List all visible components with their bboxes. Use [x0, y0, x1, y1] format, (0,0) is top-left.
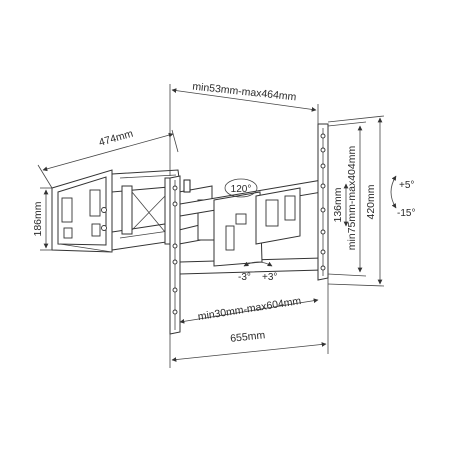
swivel-indicator: 120° — [224, 178, 258, 198]
tilt-up-label: +5° — [399, 180, 414, 191]
dim-vesa-height: min75mm-max404mm — [327, 121, 367, 277]
dim-474-label: 474mm — [98, 128, 135, 149]
dim-vesa-height-label: min75mm-max404mm — [346, 146, 358, 251]
dim-420-label: 420mm — [365, 184, 377, 219]
dim-arm-height: 136mm — [332, 183, 349, 227]
dim-bracket-height: 420mm — [327, 115, 385, 287]
dim-136-label: 136mm — [332, 187, 344, 222]
dim-vesa-width-label: min30mm-max604mm — [197, 295, 302, 323]
tilt-indicator: +5° -15° — [390, 175, 415, 219]
dim-186-label: 186mm — [32, 201, 44, 236]
articulating-arms — [111, 169, 215, 251]
dim-bottom: min30mm-max604mm 655mm — [169, 278, 329, 368]
dim-extension: min53mm-max464mm — [169, 81, 319, 176]
rotation-right-label: +3° — [262, 272, 277, 283]
dim-overall-width-label: 655mm — [230, 329, 266, 345]
tv-bracket — [169, 123, 329, 335]
rotation-indicator: -3° +3° — [238, 261, 277, 283]
rotation-left-label: -3° — [238, 272, 251, 283]
tilt-down-label: -15° — [397, 208, 415, 219]
swivel-angle-label: 120° — [231, 184, 252, 195]
wall-plate — [51, 169, 113, 253]
dim-wall-plate-height: 186mm — [32, 187, 52, 251]
